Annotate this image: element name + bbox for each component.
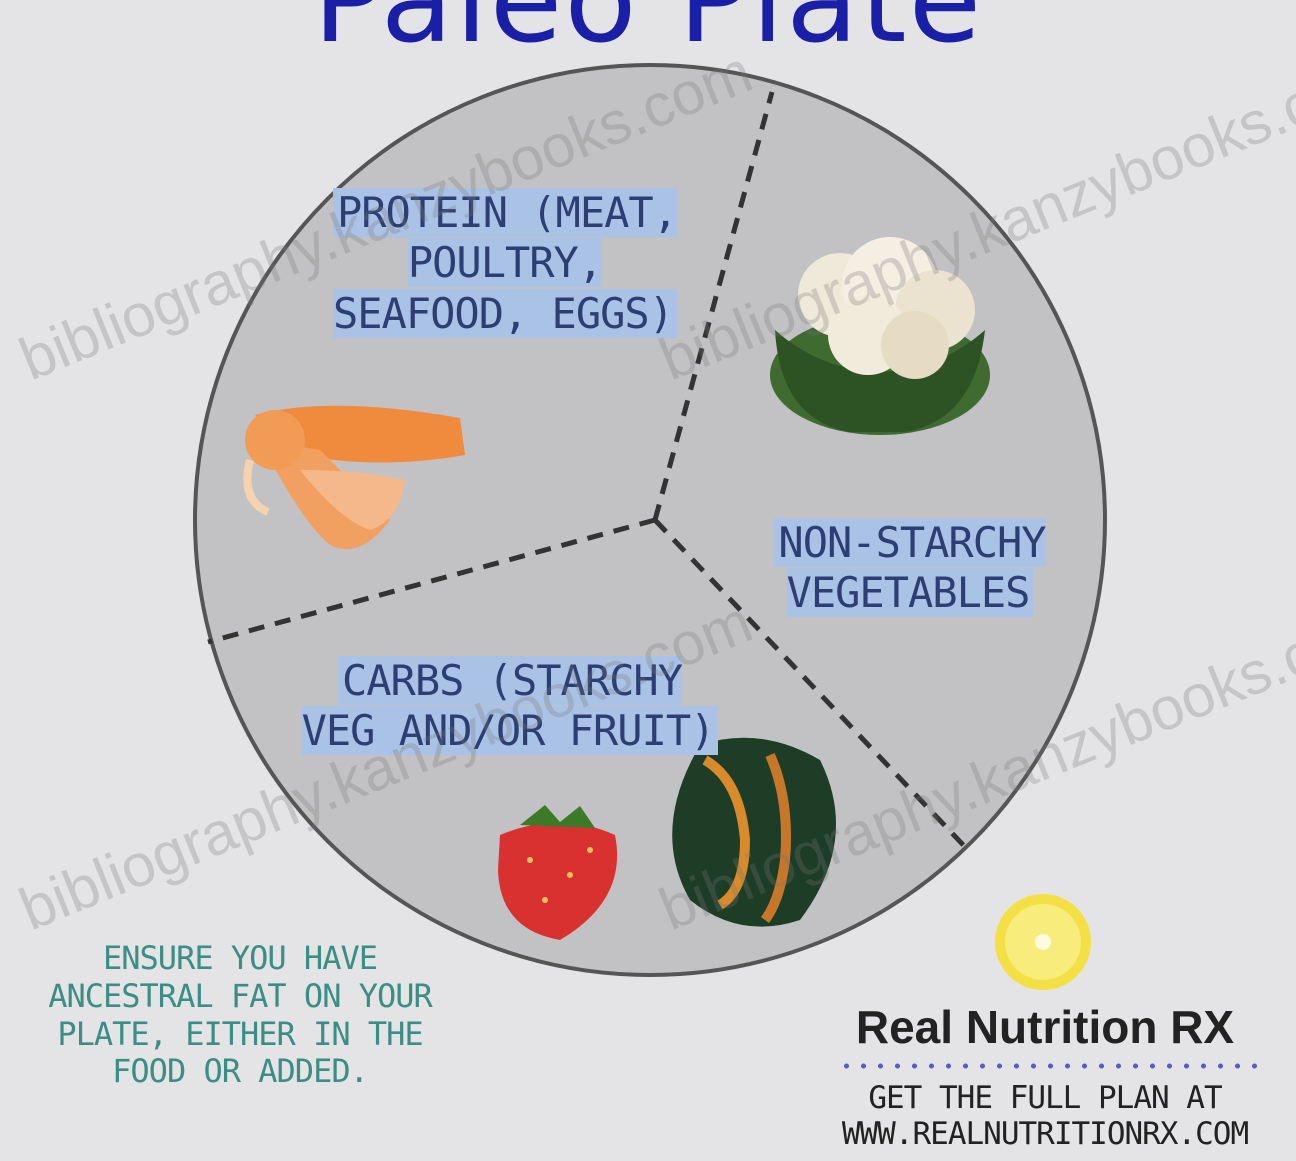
brand-name: Real Nutrition RX (825, 1000, 1265, 1054)
vegetables-label: Non-starchy vegetables (760, 518, 1060, 619)
fat-note: Ensure you have ancestral fat on your pl… (30, 940, 450, 1091)
plan-line-1: Get the full plan at (825, 1080, 1265, 1116)
plan-text: Get the full plan at www.realnutritionrx… (825, 1080, 1265, 1153)
acorn-squash-icon (672, 738, 836, 927)
lemon-icon (995, 894, 1091, 990)
plan-url[interactable]: www.realnutritionrx.com (825, 1116, 1265, 1152)
carbs-label: Carbs (starchy veg and/or fruit) (300, 656, 720, 757)
protein-label: Protein (meat, poultry, seafood, eggs) (315, 188, 695, 339)
dotted-divider (838, 1063, 1258, 1069)
